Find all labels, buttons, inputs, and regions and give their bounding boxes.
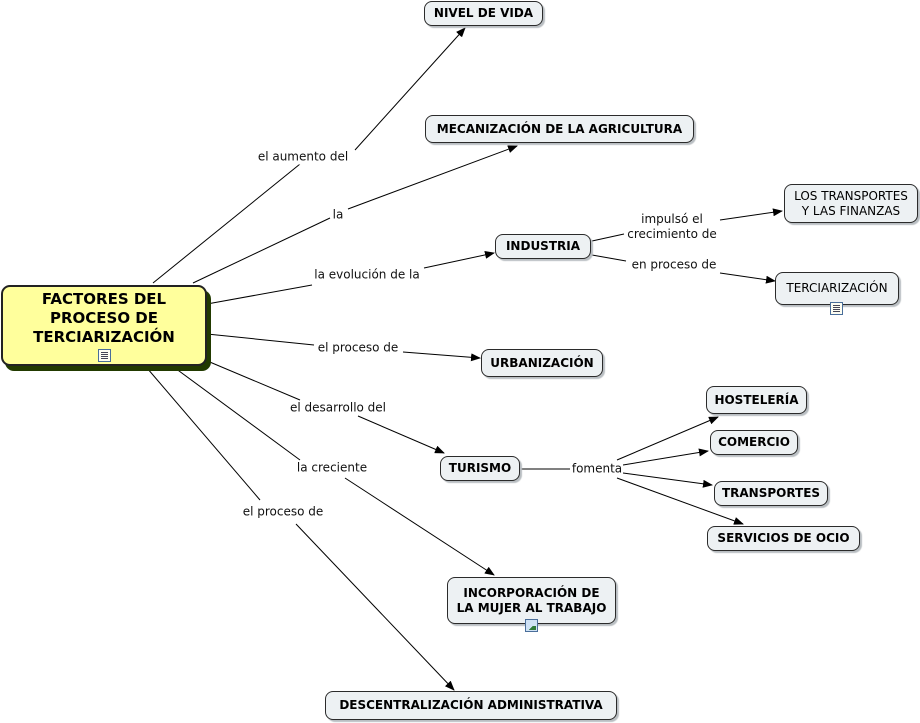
concept-comercio[interactable]: COMERCIO: [710, 430, 798, 455]
concept-transportes[interactable]: TRANSPORTES: [714, 481, 828, 506]
link-label-en-proceso: en proceso de: [630, 257, 718, 273]
concept-servicios-ocio[interactable]: SERVICIOS DE OCIO: [707, 526, 860, 551]
link-label-proceso-descentralizacion: el proceso de: [241, 504, 325, 520]
image-icon[interactable]: [525, 619, 538, 632]
link-line: [206, 333, 315, 346]
link-line: [152, 159, 306, 284]
link-line: [622, 448, 709, 466]
concept-label: MECANIZACIÓN DE LA AGRICULTURA: [436, 121, 683, 136]
concept-hosteleria[interactable]: HOSTELERÍA: [706, 386, 807, 414]
link-label-fomenta: fomenta: [570, 461, 624, 477]
link-line: [206, 284, 313, 305]
link-line: [347, 145, 518, 210]
concept-label: LOS TRANSPORTES Y LAS FINANZAS: [794, 188, 908, 218]
link-line: [719, 208, 783, 221]
concept-label: INDUSTRIA: [505, 239, 581, 253]
link-label-aumento: el aumento del: [256, 149, 350, 165]
link-line: [423, 250, 495, 269]
link-line: [204, 359, 301, 401]
link-line: [402, 351, 481, 362]
concept-descentralizacion[interactable]: DESCENTRALIZACIÓN ADMINISTRATIVA: [325, 691, 617, 720]
concept-turismo[interactable]: TURISMO: [440, 456, 520, 481]
link-line: [591, 254, 627, 262]
concept-label: SERVICIOS DE OCIO: [717, 531, 850, 545]
link-label-la: la: [331, 207, 345, 223]
concept-label: TURISMO: [448, 461, 512, 475]
concept-industria[interactable]: INDUSTRIA: [495, 234, 591, 259]
concept-urbanizacion[interactable]: URBANIZACIÓN: [481, 349, 603, 377]
link-line: [616, 416, 719, 461]
link-line: [719, 272, 776, 284]
link-line: [295, 523, 455, 691]
link-line: [622, 472, 713, 488]
concept-label: TRANSPORTES: [721, 486, 821, 500]
link-line: [344, 477, 495, 576]
concept-label: HOSTELERÍA: [714, 392, 799, 407]
link-line: [591, 233, 625, 242]
concept-mujer-trabajo[interactable]: INCORPORACIÓN DE LA MUJER AL TRABAJO: [447, 577, 616, 624]
document-icon[interactable]: [97, 348, 111, 362]
concept-label: INCORPORACIÓN DE LA MUJER AL TRABAJO: [456, 585, 607, 615]
link-label-creciente: la creciente: [295, 460, 369, 476]
root-concept-label: FACTORES DEL PROCESO DE TERCIARIZACIÓN: [33, 289, 175, 346]
concept-label: COMERCIO: [718, 435, 790, 449]
concept-mecanizacion[interactable]: MECANIZACIÓN DE LA AGRICULTURA: [425, 115, 694, 143]
concept-label: URBANIZACIÓN: [490, 355, 594, 370]
concept-label: NIVEL DE VIDA: [433, 6, 534, 20]
link-label-proceso-urbanizacion: el proceso de: [316, 340, 400, 356]
concept-transportes-finanzas[interactable]: LOS TRANSPORTES Y LAS FINANZAS: [784, 184, 918, 223]
link-line: [192, 217, 331, 284]
link-label-evolucion: la evolución de la: [313, 267, 421, 283]
link-line: [354, 27, 466, 151]
concept-nivel-de-vida[interactable]: NIVEL DE VIDA: [424, 1, 543, 26]
link-line: [146, 367, 261, 501]
document-icon[interactable]: [830, 302, 843, 315]
root-concept[interactable]: FACTORES DEL PROCESO DE TERCIARIZACIÓN: [1, 285, 207, 366]
concept-terciarizacion[interactable]: TERCIARIZACIÓN: [775, 272, 899, 305]
link-line: [357, 415, 445, 454]
link-label-impulso: impulsó el crecimiento de: [626, 212, 718, 242]
link-line: [616, 477, 744, 525]
concept-label: DESCENTRALIZACIÓN ADMINISTRATIVA: [339, 698, 603, 712]
link-label-desarrollo: el desarrollo del: [288, 400, 388, 416]
concept-label: TERCIARIZACIÓN: [786, 281, 888, 295]
link-line: [174, 367, 301, 461]
